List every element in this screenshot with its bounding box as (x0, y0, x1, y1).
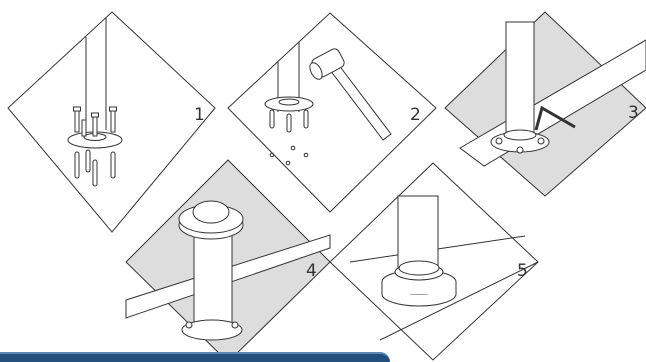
step-number: 3 (628, 103, 639, 123)
step-number: 4 (306, 261, 317, 281)
step-1-panel: 1 (8, 12, 215, 232)
step-5-panel: 5 (330, 163, 538, 360)
step-number: 2 (410, 105, 421, 125)
bottom-bar (0, 352, 390, 362)
step-3-panel: 3 (445, 12, 646, 196)
step-number: 1 (194, 105, 205, 125)
step-number: 5 (517, 261, 528, 281)
step-2-panel: 2 (228, 13, 436, 212)
step-4-panel: 4 (126, 160, 330, 362)
